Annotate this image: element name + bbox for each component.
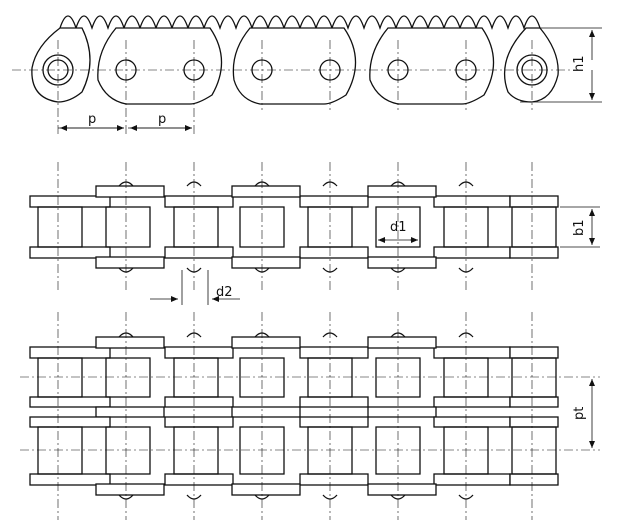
duplex-center-lines: [57, 312, 533, 520]
roller-diameter-label: d1: [390, 220, 407, 235]
rollers: [37, 206, 557, 248]
outer-plates-top: [29, 185, 559, 208]
transverse-pitch-label: pt: [572, 407, 587, 420]
outer-plates-bottom: [29, 246, 559, 269]
height-label: h1: [572, 55, 587, 72]
inner-width-dimension: [560, 206, 600, 248]
end-plate-left: [31, 27, 91, 103]
side-view: p p h1: [12, 15, 602, 135]
simplex-top-view: d1 b1 d2: [29, 162, 600, 305]
duplex-plates-row-1: [29, 336, 559, 359]
vertical-center-lines: [57, 40, 533, 135]
duplex-top-view: pt: [20, 312, 600, 520]
height-dimension: [520, 27, 602, 103]
end-plate-right: [504, 27, 559, 103]
pin-diameter-dimension: [150, 270, 240, 305]
link-plate-2: [232, 27, 357, 105]
inner-width-label: b1: [572, 219, 587, 236]
simplex-center-lines: [57, 162, 533, 292]
duplex-middle-plates: [29, 396, 559, 428]
duplex-rollers-1: [37, 357, 557, 398]
link-plate-1: [97, 27, 223, 105]
duplex-plates-row-4: [29, 473, 559, 496]
link-plate-3: [369, 27, 495, 105]
tooth-profile: [59, 15, 541, 31]
pin-diameter-label: d2: [216, 285, 233, 300]
pitch-label-b: p: [158, 112, 166, 127]
duplex-rollers-2: [37, 426, 557, 475]
pitch-label-a: p: [88, 112, 96, 127]
